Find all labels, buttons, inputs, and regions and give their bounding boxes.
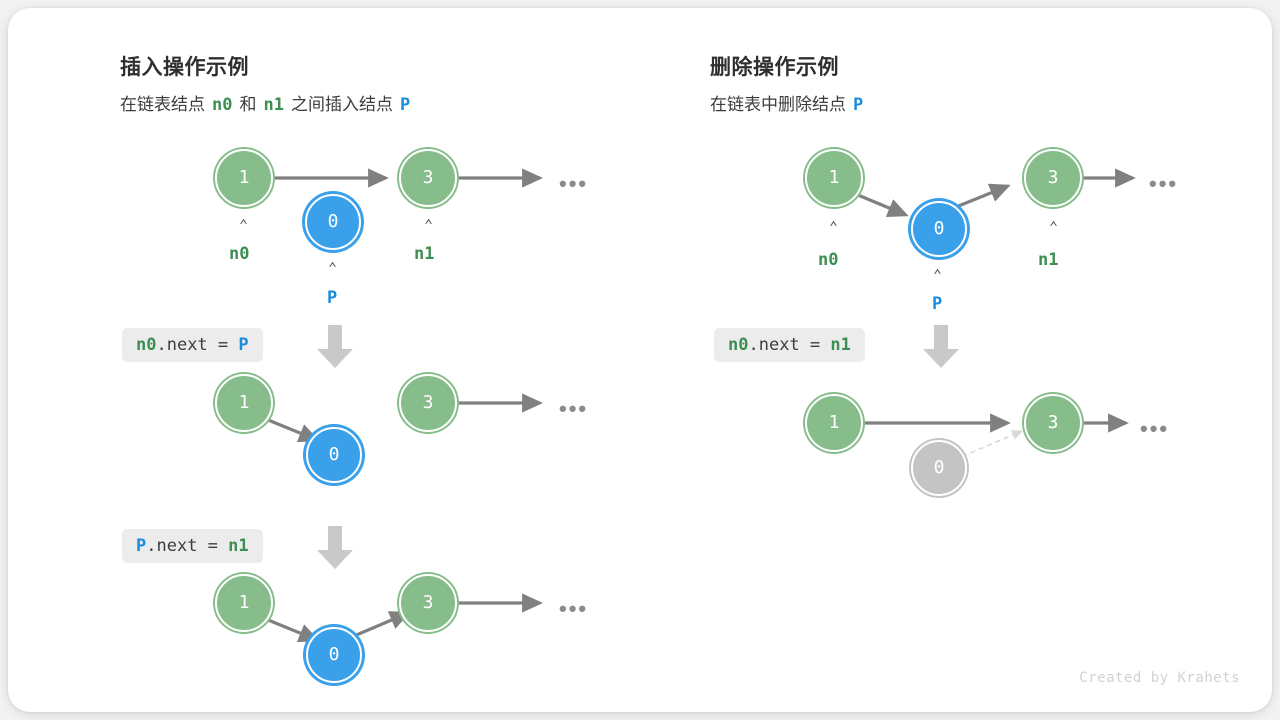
delete-row2-edges [850,413,1129,461]
insert-step3-code-mid: .next = [146,536,229,556]
delete-step1-label-n1: n1 [1038,250,1059,270]
insert-step3-code-chip: P.next = n1 [122,529,263,564]
insert-panel-title: 插入操作示例 [120,56,249,79]
insert-subtitle-part1: 在链表结点 [120,95,205,114]
insert-step3-down-arrow-icon [317,526,353,569]
delete-step2-node-n0: 1 [805,394,863,452]
insert-step1-label-n0: n0 [229,244,250,264]
insert-step2-node-n0: 1 [215,374,273,432]
delete-step1-node-n0: 1 [805,149,863,207]
insert-subtitle-part2: 和 [239,95,257,114]
insert-step3-code-post: n1 [228,536,249,556]
insert-step2-code-chip: n0.next = P [122,328,263,363]
insert-step1-label-n1: n1 [414,244,435,264]
delete-step1-caret-p: ⌃ [933,266,943,284]
delete-subtitle-part1: 在链表中删除结点 [710,95,846,114]
delete-panel-subtitle: 在链表中删除结点 P [710,90,863,115]
delete-step1-label-n0: n0 [818,250,839,270]
credit-text: Created by Krahets [1079,670,1240,686]
insert-step3-code-pre: P [136,536,147,556]
delete-step1-node-n1: 3 [1024,149,1082,207]
insert-subtitle-part3: 之间插入结点 [290,95,393,114]
delete-step2-node-p-removed: 0 [911,440,967,496]
insert-step2-code-post: P [238,335,249,355]
delete-step1-caret-n0: ⌃ [829,218,839,236]
insert-subtitle-var-n1: n1 [263,95,284,115]
insert-step1-caret-p: ⌃ [328,259,338,277]
insert-subtitle-var-n0: n0 [212,95,233,115]
delete-step2-down-arrow-icon [923,325,959,368]
insert-step2-code-pre: n0 [136,335,157,355]
delete-panel-title: 删除操作示例 [710,56,839,79]
insert-step2-node-p: 0 [306,427,362,483]
delete-step2-code-pre: n0 [728,335,749,355]
delete-step1-label-p: P [932,294,943,314]
insert-step1-ellipsis: ••• [559,171,589,196]
delete-step2-code-mid: .next = [748,335,831,355]
insert-row3-edges [255,593,543,643]
insert-panel-subtitle: 在链表结点 n0 和 n1 之间插入结点 P [120,90,410,115]
insert-step2-node-n1: 3 [399,374,457,432]
insert-step1-node-p: 0 [305,194,361,250]
insert-step3-node-n0: 1 [215,574,273,632]
insert-step3-node-n1: 3 [399,574,457,632]
insert-step1-node-n1: 3 [399,149,457,207]
delete-step1-ellipsis: ••• [1149,171,1179,196]
delete-step1-node-p: 0 [911,201,967,257]
delete-step2-node-n1: 3 [1024,394,1082,452]
insert-step3-node-p: 0 [306,627,362,683]
insert-step1-label-p: P [327,288,338,308]
delete-subtitle-var-p: P [853,95,864,115]
insert-step2-ellipsis: ••• [559,396,589,421]
delete-row1-edges [845,168,1136,217]
insert-step1-node-n0: 1 [215,149,273,207]
delete-step2-ellipsis: ••• [1140,416,1170,441]
insert-step1-caret-n1: ⌃ [424,216,434,234]
delete-step1-caret-n1: ⌃ [1049,218,1059,236]
delete-step2-code-chip: n0.next = n1 [714,328,865,363]
insert-step1-caret-n0: ⌃ [239,216,249,234]
insert-step2-code-mid: .next = [156,335,239,355]
insert-step3-ellipsis: ••• [559,596,589,621]
insert-step2-down-arrow-icon [317,325,353,368]
delete-step2-code-post: n1 [830,335,851,355]
insert-row2-edges [255,393,543,443]
insert-subtitle-var-p: P [399,95,411,115]
